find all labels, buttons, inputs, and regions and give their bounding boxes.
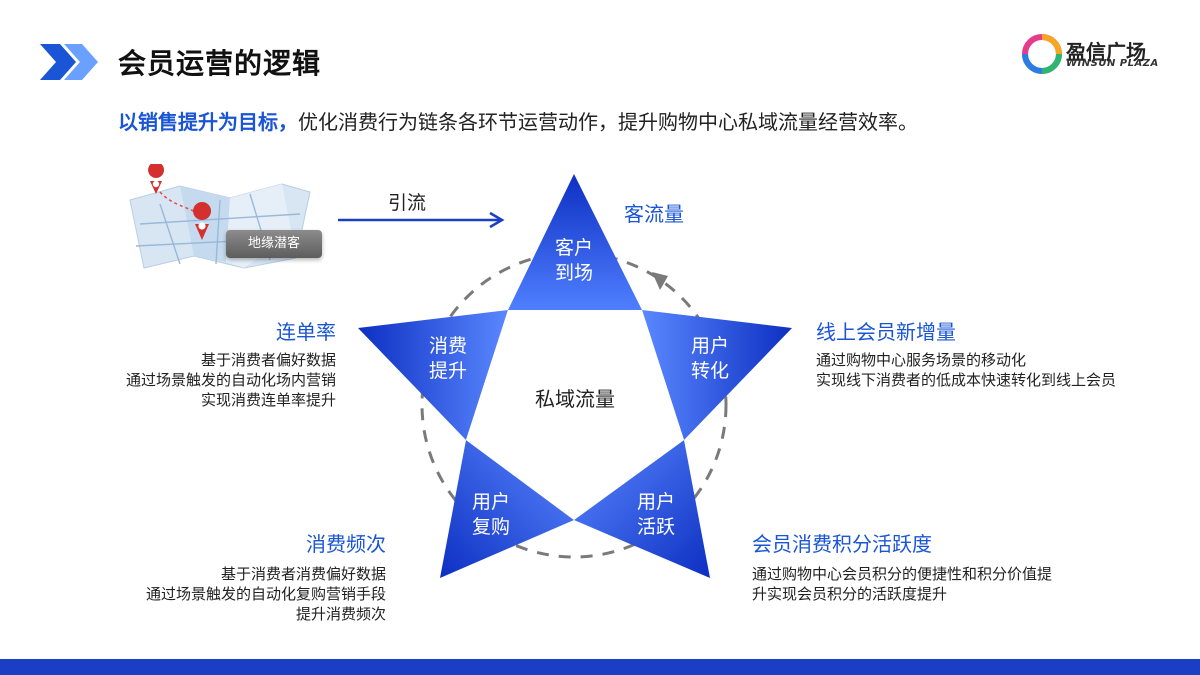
metric-basket-title: 连单率 bbox=[276, 320, 336, 344]
node-right-line2: 转化 bbox=[690, 360, 729, 382]
metric-basket-desc: 基于消费者偏好数据 通过场景触发的自动化场内营销 实现消费连单率提升 bbox=[36, 350, 336, 410]
metric-activity-desc: 通过购物中心会员积分的便捷性和积分价值提 升实现会员积分的活跃度提升 bbox=[752, 564, 1152, 604]
desc-line: 通过购物中心服务场景的移动化 bbox=[816, 351, 1027, 369]
cycle-arrowhead-icon bbox=[652, 272, 668, 290]
node-bottom-right-line1: 用户 bbox=[636, 491, 675, 513]
metric-traffic-title: 客流量 bbox=[624, 202, 684, 226]
logo-subtitle: WINSUN PLAZA bbox=[1066, 58, 1159, 69]
desc-line: 基于消费者消费偏好数据 bbox=[220, 565, 386, 583]
node-bottom-left-line2: 复购 bbox=[471, 516, 510, 538]
node-right-line1: 用户 bbox=[690, 335, 729, 357]
subtitle: 以销售提升为目标，优化消费行为链条各环节运营动作，提升购物中心私域流量经营效率。 bbox=[118, 106, 918, 135]
node-top-label: 客户 到场 bbox=[544, 236, 604, 286]
desc-line: 通过场景触发的自动化场内营销 bbox=[125, 371, 336, 389]
header-chevron-icon bbox=[40, 44, 98, 80]
node-left-line2: 提升 bbox=[428, 360, 467, 382]
desc-line: 通过场景触发的自动化复购营销手段 bbox=[145, 585, 386, 603]
node-left-line1: 消费 bbox=[428, 335, 467, 357]
node-bottom-left-line1: 用户 bbox=[471, 491, 510, 513]
arrow-label: 引流 bbox=[388, 192, 427, 214]
node-bottom-right-line2: 活跃 bbox=[636, 516, 675, 538]
logo-name: 盈信广场 bbox=[1066, 40, 1146, 64]
node-top-line1: 客户 bbox=[554, 237, 593, 259]
node-bottom-left-label: 用户 复购 bbox=[461, 490, 521, 540]
subtitle-text: 优化消费行为链条各环节运营动作，提升购物中心私域流量经营效率。 bbox=[298, 110, 918, 134]
metric-frequency-desc: 基于消费者消费偏好数据 通过场景触发的自动化复购营销手段 提升消费频次 bbox=[46, 564, 386, 624]
page-title: 会员运营的逻辑 bbox=[118, 47, 322, 80]
desc-line: 提升消费频次 bbox=[295, 605, 386, 623]
star-arm-bottom-left bbox=[440, 440, 574, 578]
desc-line: 实现消费连单率提升 bbox=[200, 391, 336, 409]
metric-frequency-title: 消费频次 bbox=[306, 532, 386, 556]
desc-line: 通过购物中心会员积分的便捷性和积分价值提 bbox=[752, 565, 1053, 583]
metric-activity-title: 会员消费积分活跃度 bbox=[752, 532, 932, 556]
map-tag: 地缘潜客 bbox=[226, 230, 322, 258]
star-arm-left bbox=[358, 310, 508, 440]
map-pin-icon bbox=[148, 164, 164, 194]
node-top-line2: 到场 bbox=[554, 262, 593, 284]
star-center bbox=[466, 310, 684, 520]
star-diagram bbox=[358, 174, 792, 578]
star-arm-top bbox=[508, 174, 642, 310]
node-bottom-right-label: 用户 活跃 bbox=[626, 490, 686, 540]
logo-icon bbox=[1022, 34, 1062, 74]
center-label: 私域流量 bbox=[535, 387, 615, 411]
metric-online-members-desc: 通过购物中心服务场景的移动化 实现线下消费者的低成本快速转化到线上会员 bbox=[816, 350, 1186, 390]
bottom-bar bbox=[0, 659, 1200, 675]
metric-online-members-title: 线上会员新增量 bbox=[816, 320, 956, 344]
subtitle-highlight: 以销售提升为目标， bbox=[118, 110, 298, 134]
node-right-label: 用户 转化 bbox=[680, 334, 740, 384]
desc-line: 基于消费者偏好数据 bbox=[200, 351, 336, 369]
desc-line: 实现线下消费者的低成本快速转化到线上会员 bbox=[816, 371, 1117, 389]
star-arm-bottom-right bbox=[574, 440, 710, 578]
star-arm-right bbox=[642, 310, 792, 440]
desc-line: 升实现会员积分的活跃度提升 bbox=[752, 585, 948, 603]
node-left-label: 消费 提升 bbox=[418, 334, 478, 384]
arrow-right-icon bbox=[338, 211, 505, 229]
map-pin-icon bbox=[193, 202, 212, 240]
